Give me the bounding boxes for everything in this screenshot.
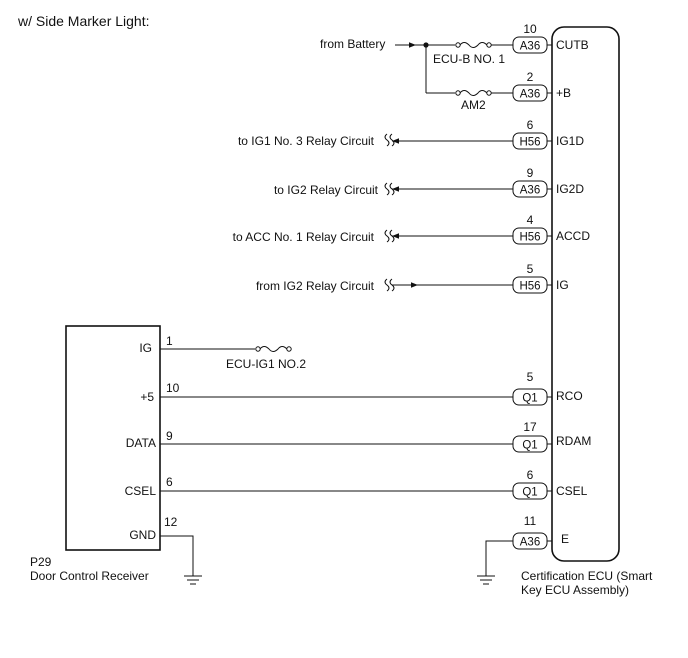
certification-ecu-box [551,26,620,562]
receiver-pin-number: 10 [166,381,180,395]
ground-icon [477,575,495,585]
pin-number: 2 [527,70,534,84]
terminal-name: CSEL [556,484,588,498]
receiver-code: P29 [30,555,52,569]
receiver-terminal-name: DATA [126,436,156,450]
pin-number: 5 [527,262,534,276]
receiver-terminal-ig: IG 1 ECU-IG1 NO.2 [139,334,306,371]
fuse-icon [255,346,292,352]
terminal-plus-b: AM2 A36 2 +B [425,45,571,112]
terminal-name: IG2D [556,182,584,196]
connector-code: A36 [520,537,540,549]
terminal-cutb: from Battery ECU-B NO. 1 A36 10 CUTB [320,22,589,66]
terminal-ig1d: to IG1 No. 3 Relay Circuit H56 6 IG1D [238,118,584,150]
connector-code: Q1 [522,393,537,405]
fuse-label-ecu-ig1-no2: ECU-IG1 NO.2 [226,357,306,371]
pin-number: 10 [523,22,537,36]
connector-code: Q1 [522,440,537,452]
circuit-label: to IG2 Relay Circuit [274,183,379,197]
source-from-battery: from Battery [320,37,385,51]
pin-number: 17 [523,420,537,434]
circuit-label: from IG2 Relay Circuit [256,279,375,293]
receiver-terminal-name: CSEL [125,484,157,498]
terminal-name: IG1D [556,134,584,148]
fuse-label-ecu-b-no1: ECU-B NO. 1 [433,52,505,66]
link-rco: +5 10 Q1 5 RCO [140,370,583,406]
terminal-ig: from IG2 Relay Circuit H56 5 IG [256,262,569,294]
receiver-pin-number: 9 [166,429,173,443]
terminal-name: ACCD [556,229,590,243]
connector-code: A36 [520,185,540,197]
link-csel: CSEL 6 Q1 6 CSEL [125,468,588,500]
fuse-icon [455,90,492,96]
link-rdam: DATA 9 Q1 17 RDAM [126,420,591,453]
fuse-icon [455,42,492,48]
ground-icon [184,575,202,585]
fuse-label-am2: AM2 [461,98,486,112]
pin-number: 5 [527,370,534,384]
terminal-name: RDAM [556,434,591,448]
connector-code: H56 [519,232,540,244]
ecu-label-line1: Certification ECU (Smart [521,569,653,583]
diagram-heading: w/ Side Marker Light: [17,13,150,29]
receiver-pin-number: 12 [164,515,178,529]
terminal-ig2d: to IG2 Relay Circuit A36 9 IG2D [274,166,584,198]
connector-code: A36 [520,89,540,101]
pin-number: 9 [527,166,534,180]
connector-code: Q1 [522,487,537,499]
terminal-accd: to ACC No. 1 Relay Circuit H56 4 ACCD [233,213,590,245]
terminal-name: IG [556,278,569,292]
receiver-pin-number: 1 [166,334,173,348]
door-control-receiver-box [65,325,161,551]
circuit-label: to IG1 No. 3 Relay Circuit [238,134,375,148]
receiver-pin-number: 6 [166,475,173,489]
terminal-name: +B [556,86,571,100]
receiver-terminal-name: +5 [140,390,154,404]
terminal-e: A36 11 E [477,514,569,585]
connector-code: A36 [520,41,540,53]
receiver-terminal-gnd: GND 12 [129,515,202,585]
terminal-name: RCO [556,389,583,403]
pin-number: 6 [527,118,534,132]
circuit-label: to ACC No. 1 Relay Circuit [233,230,375,244]
terminal-name: CUTB [556,38,589,52]
receiver-name: Door Control Receiver [30,569,149,583]
terminal-name: E [561,532,569,546]
receiver-terminal-name: IG [139,341,152,355]
wire-break-icon [384,133,395,147]
connector-code: H56 [519,137,540,149]
receiver-terminal-name: GND [129,528,156,542]
ecu-label-line2: Key ECU Assembly) [521,583,629,597]
pin-number: 6 [527,468,534,482]
pin-number: 4 [527,213,534,227]
connector-code: H56 [519,281,540,293]
pin-number: 11 [524,514,537,528]
